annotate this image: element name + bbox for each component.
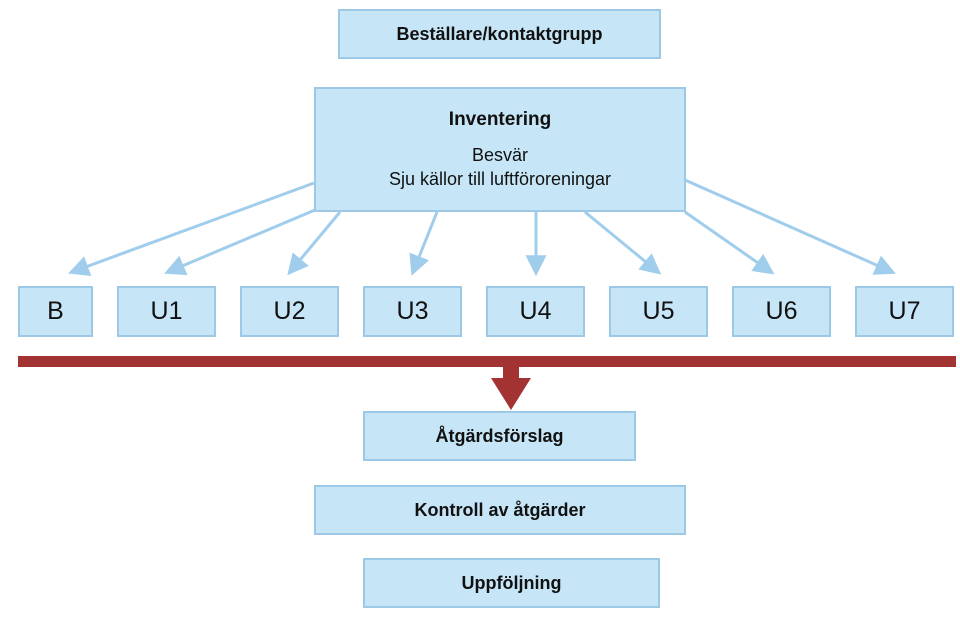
step-box-followup: Uppföljning <box>363 558 660 608</box>
source-box-u7: U7 <box>855 286 954 337</box>
arrow-to-u6 <box>684 210 775 275</box>
source-box-u1: U1 <box>117 286 216 337</box>
source-label: U2 <box>273 297 306 325</box>
source-box-b: B <box>18 286 93 337</box>
arrow-to-b <box>68 181 315 277</box>
source-label: U6 <box>765 297 798 325</box>
step-label: Uppföljning <box>461 572 562 593</box>
top-box: Beställare/kontaktgrupp <box>338 9 661 59</box>
inventory-title: Inventering <box>448 108 552 130</box>
top-box-label: Beställare/kontaktgrupp <box>396 23 603 44</box>
arrow-to-u3 <box>409 211 439 276</box>
source-label: U1 <box>150 297 183 325</box>
source-label: U3 <box>396 297 429 325</box>
step-label: Åtgärdsförslag <box>435 425 564 446</box>
source-box-u2: U2 <box>240 286 339 337</box>
source-label: U7 <box>888 297 921 325</box>
inventory-line-sources: Sju källor till luftföroreningar <box>388 168 612 189</box>
step-label: Kontroll av åtgärder <box>414 499 586 520</box>
source-box-u5: U5 <box>609 286 708 337</box>
inventory-box: Inventering Besvär Sju källor till luftf… <box>314 87 686 212</box>
merge-arrow-head <box>491 378 531 410</box>
arrow-to-u5 <box>584 210 662 275</box>
source-box-u4: U4 <box>486 286 585 337</box>
inventory-line-complaints: Besvär <box>471 144 529 165</box>
step-box-control: Kontroll av åtgärder <box>314 485 686 535</box>
arrow-to-u7 <box>684 178 896 275</box>
source-box-u3: U3 <box>363 286 462 337</box>
merge-bar <box>18 356 956 367</box>
source-label: U4 <box>519 297 552 325</box>
source-box-u6: U6 <box>732 286 831 337</box>
arrow-to-u2 <box>287 211 342 276</box>
merge-arrow-stem <box>503 360 519 380</box>
source-label: U5 <box>642 297 675 325</box>
source-label: B <box>47 297 64 325</box>
step-box-measures: Åtgärdsförslag <box>363 411 636 461</box>
arrow-to-u1 <box>164 205 323 276</box>
